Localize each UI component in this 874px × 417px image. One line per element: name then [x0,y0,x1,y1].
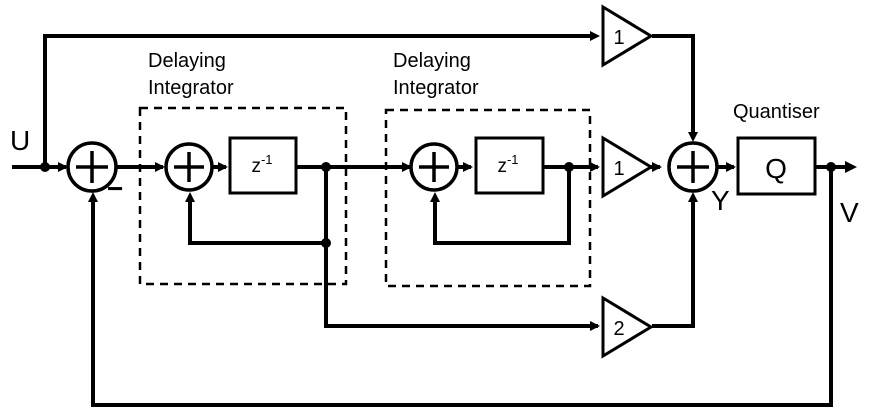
junction-dot-output [826,162,836,172]
delay-block-2: z-1 [474,136,545,195]
quantiser-title: Quantiser [733,101,820,123]
gain-mid: 1 [601,135,654,199]
gain-bottom-label: 2 [613,318,624,340]
arrowheads [58,31,857,331]
summing-junction-2 [164,142,214,192]
integrator2-title-line2: Integrator [393,77,479,99]
quantiser-block-label: Q [765,153,787,184]
integrator1-title-line1: Delaying [148,50,226,72]
summing-junction-1 [66,141,118,193]
output-label: V [840,197,859,228]
delay2-exponent: -1 [507,152,519,167]
junction-dot-input [40,162,50,172]
minus-sign: − [107,173,123,204]
summing-junction-y [667,141,719,193]
delay-block-1: z-1 [228,136,298,195]
integrator2-title-line1: Delaying [393,50,471,72]
delay1-exponent: -1 [261,152,273,167]
input-label: U [10,125,30,156]
svg-text:z-1: z-1 [251,152,272,177]
gain-mid-label: 1 [613,158,624,180]
gain-top-label: 1 [613,27,624,49]
delay2-base: z [497,156,507,177]
integrator2-box [384,108,592,288]
delay1-base: z [251,156,261,177]
junction-dot-int1-out [321,162,331,172]
quantiser-block: Q [736,136,817,196]
gain-bottom: 2 [601,295,654,359]
integrator1-box [138,106,348,286]
junction-dot-int1-branch [321,238,331,248]
integrator1-title-line2: Integrator [148,77,234,99]
summing-junction-3 [409,142,459,192]
junction-dot-int2-out [564,162,574,172]
sum-y-label: Y [711,185,730,216]
svg-text:z-1: z-1 [497,152,518,177]
gain-top: 1 [601,4,654,68]
